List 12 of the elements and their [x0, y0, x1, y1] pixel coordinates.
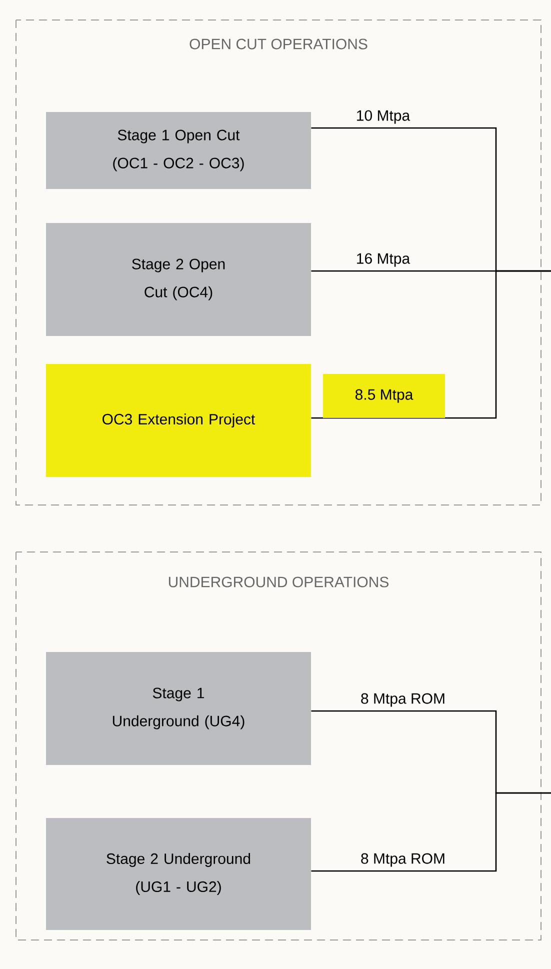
- connector-line: [311, 792, 551, 872]
- process-box: Stage 2 Open Cut (OC4): [46, 223, 311, 336]
- edge-label: 16 Mtpa: [357, 253, 410, 267]
- connector-line: [311, 270, 551, 419]
- process-box: Stage 1 Open Cut (OC1 - OC2 - OC3): [46, 112, 311, 189]
- edge-label: 8.5 Mtpa: [323, 374, 445, 418]
- edge-label: 8 Mtpa ROM: [361, 693, 444, 707]
- process-box: OC3 Extension Project: [46, 364, 311, 477]
- process-box: Stage 1 Underground (UG4): [46, 652, 311, 765]
- edge-label: 8 Mtpa ROM: [361, 853, 444, 867]
- edge-label: 10 Mtpa: [357, 110, 410, 124]
- process-box: Stage 2 Underground (UG1 - UG2): [46, 818, 311, 930]
